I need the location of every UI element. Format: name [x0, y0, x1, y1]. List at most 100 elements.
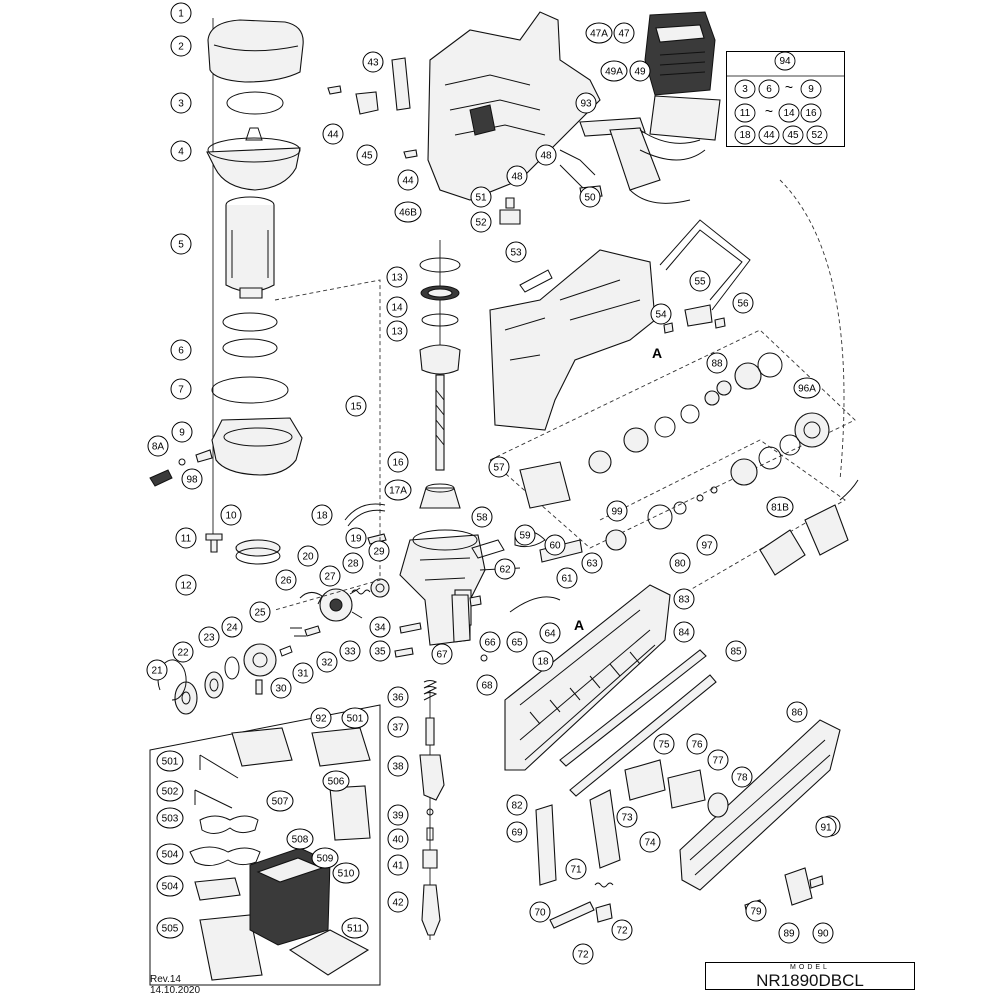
callout-bubble: 37 [387, 716, 409, 738]
callout-label: 96A [798, 384, 816, 395]
callout-label: 13 [391, 327, 403, 338]
callout-label: 53 [510, 248, 522, 259]
callout-bubble: 15 [345, 395, 367, 417]
callout-label: 37 [392, 723, 404, 734]
callout-bubble: 72 [572, 943, 594, 965]
callout-bubble: 82 [506, 794, 528, 816]
callout-bubble: 20 [297, 545, 319, 567]
callout-bubble: 36 [387, 686, 409, 708]
callout-bubble: 66 [479, 631, 501, 653]
callout-bubble: 41 [387, 854, 409, 876]
callout-label: 69 [511, 828, 523, 839]
cylinder-assembly [149, 18, 304, 565]
callout-label: 71 [570, 865, 582, 876]
callout-label: 75 [658, 740, 670, 751]
callout-label: 58 [476, 513, 488, 524]
callout-label: 501 [347, 714, 364, 725]
callout-label: 13 [391, 273, 403, 284]
callout-label: 3 [178, 99, 184, 110]
callout-bubble: 12 [175, 574, 197, 596]
callout-label: 40 [392, 835, 404, 846]
callout-label: 78 [736, 773, 748, 784]
callout-bubble: 29 [368, 540, 390, 562]
callout-bubble: 86 [786, 701, 808, 723]
callout-label: 67 [436, 650, 448, 661]
callout-label: 507 [272, 797, 289, 808]
callout-bubble: 73 [616, 806, 638, 828]
callout-bubble: 88 [706, 352, 728, 374]
callout-label: 47 [618, 29, 630, 40]
callout-bubble: 39 [387, 804, 409, 826]
callout-bubble: 52 [470, 211, 492, 233]
revision-note: Rev.14 14.10.2020 [150, 974, 200, 996]
callout-label: 506 [328, 777, 345, 788]
callout-label: 65 [511, 638, 523, 649]
callout-bubble: 47 [613, 22, 635, 44]
gearbox-assembly [489, 329, 859, 591]
callout-bubble: 40 [387, 828, 409, 850]
callout-label: 39 [392, 811, 404, 822]
callout-label: 6 [178, 346, 184, 357]
callout-label: 85 [730, 647, 742, 658]
callout-bubble: 19 [345, 527, 367, 549]
callout-bubble: 70 [529, 901, 551, 923]
callout-bubble: 48 [535, 144, 557, 166]
callout-label: 32 [321, 658, 333, 669]
callout-bubble: 34 [369, 616, 391, 638]
callout-label: 72 [577, 950, 589, 961]
callout-bubble: 57 [488, 456, 510, 478]
set-item-label: 6 [766, 84, 772, 95]
callout-label: 55 [694, 277, 706, 288]
callout-label: 504 [162, 882, 179, 893]
callout-label: 2 [178, 42, 184, 53]
handle-housing [489, 219, 751, 431]
callout-bubble: 4 [170, 140, 192, 162]
callout-label: 24 [226, 623, 238, 634]
callout-bubble: 80 [669, 552, 691, 574]
callout-label: 10 [225, 511, 237, 522]
callout-label: 48 [540, 151, 552, 162]
callout-label: 56 [737, 299, 749, 310]
section-mark-a: A [574, 617, 584, 633]
section-outline-right [779, 179, 845, 481]
callout-label: 68 [481, 681, 493, 692]
callout-bubble: 27 [319, 565, 341, 587]
callout-bubble: 25 [249, 601, 271, 623]
callout-bubble: 69 [506, 821, 528, 843]
callout-bubble: 6 [170, 339, 192, 361]
set-item-label: ~ [765, 103, 773, 119]
callout-bubble: 58 [471, 506, 493, 528]
callout-label: 76 [691, 740, 703, 751]
callout-bubble: 93 [575, 92, 597, 114]
callout-bubble: 64 [539, 622, 561, 644]
callout-bubble: 28 [342, 552, 364, 574]
callout-label: 19 [350, 534, 362, 545]
callout-label: 34 [374, 623, 386, 634]
set-item-label: 11 [740, 108, 751, 119]
callout-label: 98 [186, 475, 198, 486]
callout-bubble: 38 [387, 755, 409, 777]
set-item-label: 52 [811, 130, 823, 141]
callout-bubble: 505 [156, 917, 184, 939]
callout-label: 38 [392, 762, 404, 773]
set-item-label: 94 [779, 56, 791, 67]
callout-label: 5 [178, 240, 184, 251]
callout-bubble: 60 [544, 534, 566, 556]
set-item-label: 14 [783, 108, 795, 119]
piston-assembly [399, 240, 486, 646]
section-mark-a: A [652, 345, 662, 361]
set-item: 11 [734, 103, 756, 123]
callout-bubble: 74 [639, 831, 661, 853]
callout-label: 33 [344, 647, 356, 658]
callout-bubble: 10 [220, 504, 242, 526]
callout-bubble: 98 [181, 468, 203, 490]
callout-bubble: 99 [606, 500, 628, 522]
callout-label: 25 [254, 608, 266, 619]
callout-bubble: 96A [793, 377, 821, 399]
callout-label: 8A [152, 442, 165, 453]
set-item: 16 [800, 103, 822, 123]
callout-bubble: 511 [341, 917, 369, 939]
callout-bubble: 509 [311, 847, 339, 869]
